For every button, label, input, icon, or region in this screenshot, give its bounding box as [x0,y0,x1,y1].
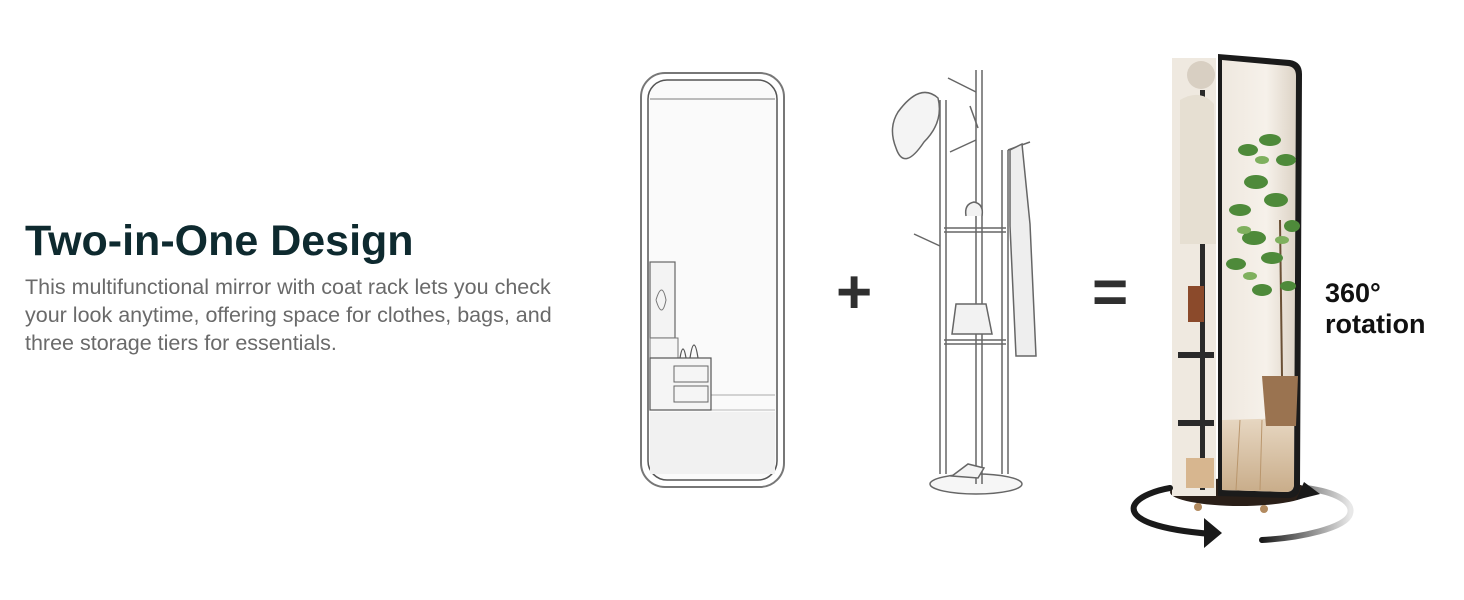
combined-product [1170,54,1310,513]
description-line-2: your look anytime, offering space for cl… [25,303,552,327]
rotation-word: rotation [1325,309,1426,339]
coat-rack-sketch [891,70,1037,495]
mirror-sketch [640,72,785,488]
description: This multifunctional mirror with coat ra… [25,273,625,357]
plus-sign: + [836,258,873,327]
description-line-1: This multifunctional mirror with coat ra… [25,275,551,299]
rotation-label: 360° rotation [1325,278,1426,340]
headline: Two-in-One Design [25,217,414,265]
rotation-arrows-icon [1130,482,1354,548]
equals-sign: = [1092,258,1129,327]
description-line-3: three storage tiers for essentials. [25,331,337,355]
rotation-degrees: 360° [1325,278,1381,308]
